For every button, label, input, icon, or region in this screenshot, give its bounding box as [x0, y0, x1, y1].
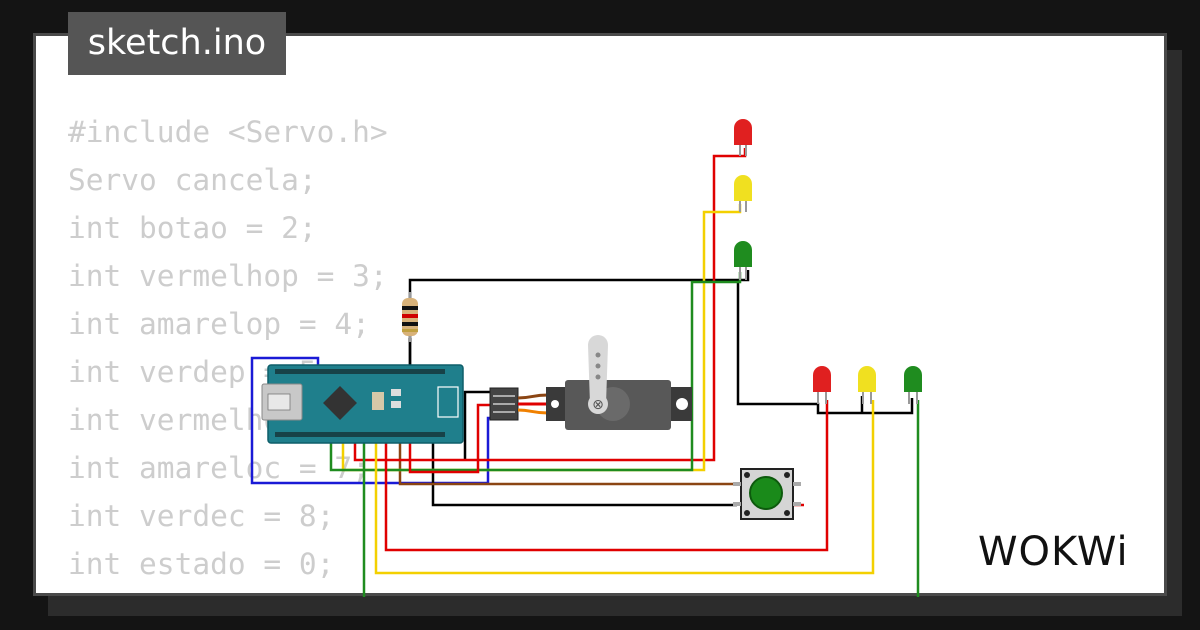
wire-black-servo [463, 390, 492, 460]
preview-card: #include <Servo.h> Servo cancela; int bota… [33, 33, 1167, 596]
led-red-street[interactable] [813, 366, 831, 404]
wire-black-led-street [736, 280, 914, 415]
code-line: int verdec = 8; [68, 499, 335, 533]
wire-red-servo [408, 403, 492, 474]
code-line: int botao = 2; [68, 211, 317, 245]
svg-text:⊗: ⊗ [592, 397, 604, 413]
code-line: int vermelhop = 3; [68, 259, 388, 293]
led-yellow-top[interactable] [734, 175, 752, 212]
header-pins [275, 369, 445, 437]
green-pushbutton[interactable] [733, 468, 801, 520]
led-green-top[interactable] [734, 241, 752, 280]
wire-brown-button [398, 440, 737, 486]
wire-green-top-led [329, 272, 742, 472]
wire-yellow-street-led [374, 372, 875, 575]
code-line: int amarelop = 4; [68, 307, 370, 341]
servo-connector [489, 387, 549, 421]
wire-black-resistor-to-led [408, 270, 750, 372]
logo-text: WOKWi [978, 529, 1129, 575]
led-green-street[interactable] [904, 366, 922, 404]
resistor [402, 292, 418, 342]
filename-label: sketch.ino [87, 23, 267, 63]
code-line: int estado = 0; [68, 547, 335, 581]
wokwi-logo: WOKWi [978, 526, 1153, 578]
wire-red-street-led [384, 372, 829, 552]
wire-blue [250, 356, 492, 485]
filename-tab[interactable]: sketch.ino [68, 12, 286, 75]
code-line: Servo cancela; [68, 163, 317, 197]
led-yellow-street[interactable] [858, 366, 876, 404]
code-line: #include <Servo.h> [68, 115, 388, 149]
wire-black-button [431, 440, 737, 507]
servo-motor[interactable]: ⊗ [546, 335, 692, 430]
leds [734, 119, 922, 404]
led-red-top[interactable] [734, 119, 752, 156]
code-preview: #include <Servo.h> Servo cancela; int bota… [68, 108, 388, 593]
arduino-nano[interactable] [261, 364, 464, 444]
